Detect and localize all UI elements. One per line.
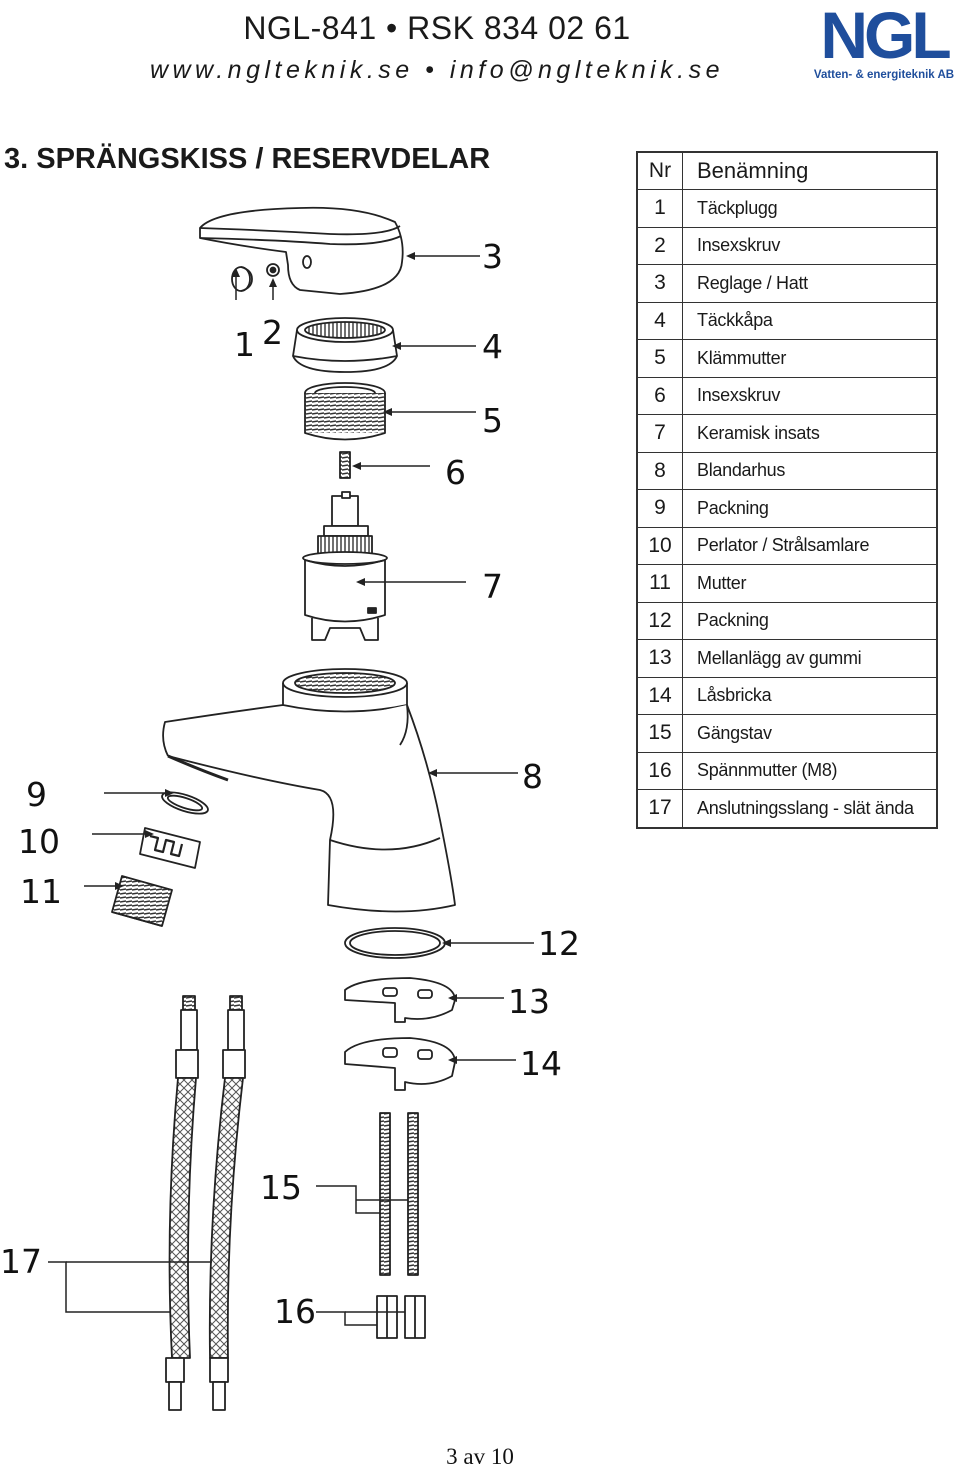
logo-tagline: Vatten- & energiteknik AB [813, 69, 955, 81]
part-name: Klämmutter [682, 339, 938, 378]
part-name: Täckkåpa [682, 301, 938, 340]
callout-10: 10 [18, 822, 60, 861]
threaded-rods-part [379, 1112, 419, 1276]
part-name: Mellanlägg av gummi [682, 639, 938, 678]
part-number: 9 [636, 489, 683, 528]
aerator-nut-part [111, 875, 173, 927]
leader-lines [48, 255, 534, 1326]
part-number: 8 [636, 451, 683, 490]
rubber-spacer-part [344, 977, 456, 1023]
section-title: 3. SPRÄNGSKISS / RESERVDELAR [4, 143, 491, 175]
callout-2: 2 [262, 313, 283, 352]
callout-4: 4 [482, 327, 503, 366]
part-name: Täckplugg [682, 189, 938, 228]
part-number: 7 [636, 414, 683, 453]
company-logo: NGL Vatten- & energiteknik AB [808, 0, 960, 86]
callout-17: 17 [0, 1242, 42, 1281]
part-number: 13 [636, 639, 683, 678]
ceramic-cartridge-part [302, 491, 388, 641]
part-name: Spännmutter (M8) [682, 751, 938, 790]
part-name: Låsbricka [682, 676, 938, 715]
tension-nuts-part [376, 1295, 426, 1339]
hex-screw-small-part [266, 263, 280, 277]
o-ring-part [344, 927, 446, 959]
callout-3: 3 [482, 237, 503, 276]
part-name: Perlator / Strålsamlare [682, 526, 938, 565]
contact-line: www.nglteknik.se • info@nglteknik.se [149, 56, 725, 84]
mixer-body-part [162, 668, 456, 913]
part-name: Packning [682, 601, 938, 640]
part-number: 14 [636, 676, 683, 715]
hex-screw-part [339, 451, 351, 479]
part-number: 6 [636, 376, 683, 415]
document-title: NGL-841 • RSK 834 02 61 [243, 10, 631, 46]
part-number: 10 [636, 526, 683, 565]
col-nr-header: Nr [636, 151, 683, 190]
callout-7: 7 [482, 567, 503, 606]
callout-13: 13 [508, 982, 550, 1021]
lever-handle-part [199, 206, 404, 295]
part-number: 12 [636, 601, 683, 640]
logo-mark: NGL [820, 0, 951, 72]
callout-16: 16 [274, 1292, 316, 1331]
part-number: 2 [636, 226, 683, 265]
connection-hoses-part [165, 995, 246, 1411]
aerator-part [139, 827, 201, 869]
part-name: Gängstav [682, 714, 938, 753]
page-number: 3 av 10 [446, 1444, 514, 1469]
callout-12: 12 [538, 924, 580, 963]
part-name: Insexskruv [682, 226, 938, 265]
part-name: Insexskruv [682, 376, 938, 415]
callout-6: 6 [445, 453, 466, 492]
clamp-nut-part [304, 382, 386, 441]
lock-washer-part [344, 1037, 456, 1091]
callout-9: 9 [26, 775, 47, 814]
part-name: Mutter [682, 564, 938, 603]
part-number: 11 [636, 564, 683, 603]
callout-14: 14 [520, 1044, 562, 1083]
cover-cap-part [292, 317, 398, 373]
callout-1: 1 [234, 325, 255, 364]
part-number: 5 [636, 339, 683, 378]
gasket-small-part [161, 791, 209, 815]
callout-15: 15 [260, 1168, 302, 1207]
callout-11: 11 [20, 872, 62, 911]
part-number: 17 [636, 789, 683, 828]
part-name: Reglage / Hatt [682, 264, 938, 303]
callout-5: 5 [482, 401, 503, 440]
part-number: 15 [636, 714, 683, 753]
part-name: Anslutningsslang - slät ända [682, 789, 938, 828]
callout-8: 8 [522, 757, 543, 796]
leader-arrows [115, 252, 457, 1064]
